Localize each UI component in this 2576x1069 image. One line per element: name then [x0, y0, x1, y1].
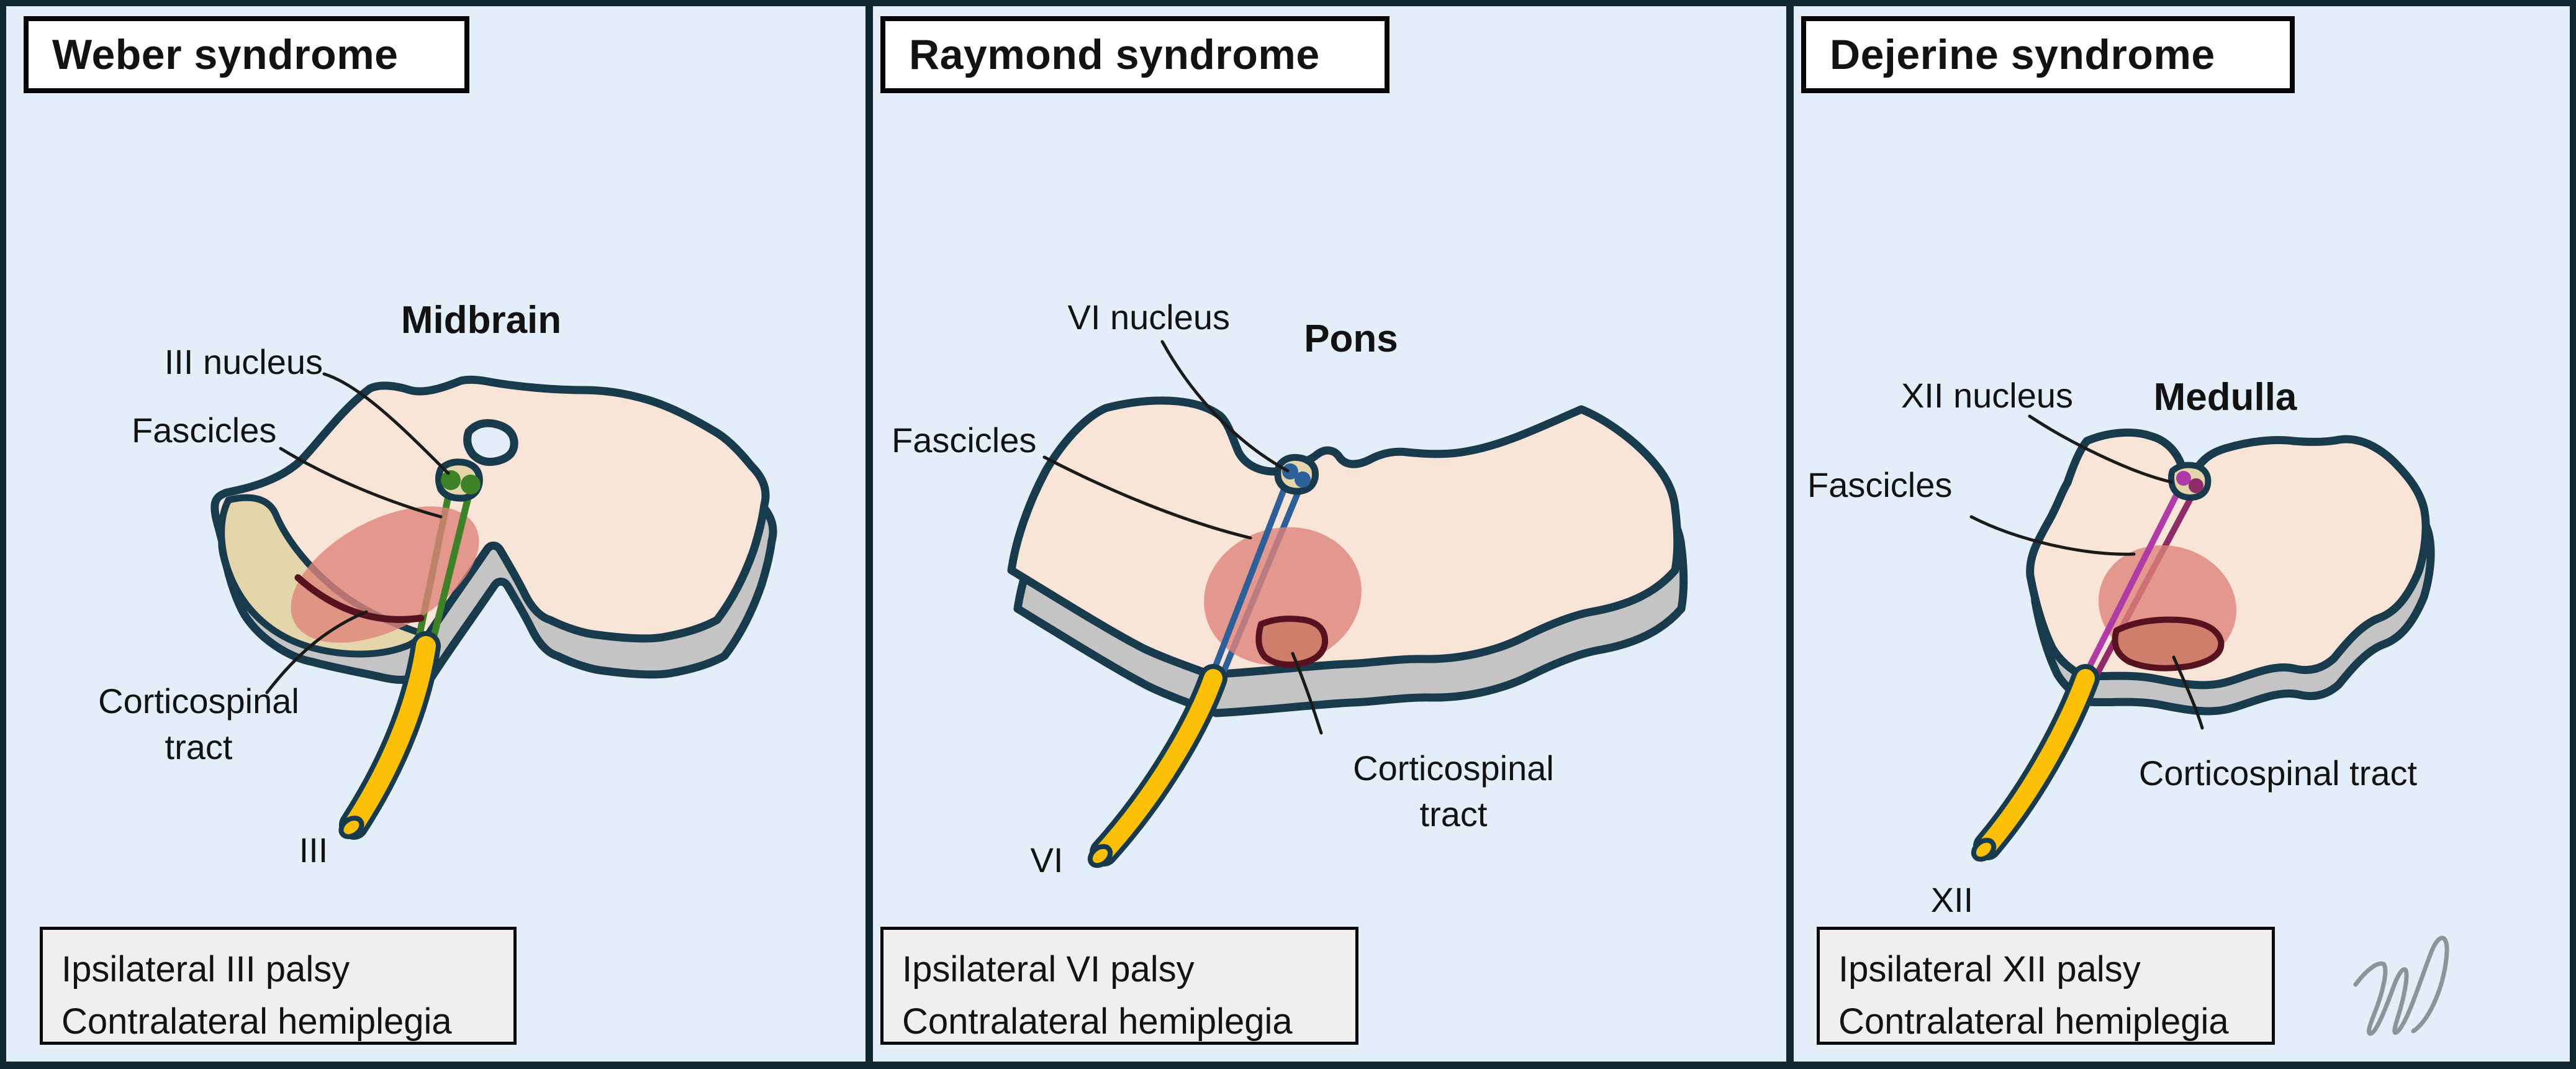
findings-box: Ipsilateral III palsy Contralateral hemi…: [40, 927, 517, 1045]
nucleus-label: XII nucleus: [1900, 376, 2073, 415]
fascicle-line-left: [1210, 470, 1293, 675]
finding-line: Contralateral hemiplegia: [61, 1001, 452, 1042]
iii-nerve-tip: [338, 816, 364, 839]
region-label: Pons: [1304, 317, 1398, 360]
finding-line: Ipsilateral XII palsy: [1838, 949, 2141, 989]
vi-nerve-tip: [1087, 844, 1113, 868]
panel-weber: Weber syndrome Midbrain III nucleus Fasc…: [6, 6, 865, 1062]
nucleus-dot: [1282, 463, 1298, 480]
panel-title-text: Dejerine syndrome: [1830, 31, 2215, 78]
nucleus-label: VI nucleus: [1067, 298, 1231, 337]
xii-nerve-tip: [1971, 837, 1997, 862]
signature: [2353, 935, 2449, 1036]
leader-corticospinal: [2172, 655, 2204, 730]
xii-nerve-fill: [1978, 669, 2095, 855]
cerebral-aqueduct: [463, 419, 518, 466]
panel-title: Raymond syndrome: [880, 16, 1390, 93]
fascicles-label: Fascicles: [892, 421, 1037, 460]
fascicle-line-right: [428, 484, 474, 647]
pons-illustration: [1007, 340, 1688, 868]
fascicles-label: Fascicles: [1807, 465, 1953, 504]
vi-nerve-fill: [1095, 669, 1222, 862]
panel-title: Dejerine syndrome: [1801, 16, 2295, 93]
nucleus-label: III nucleus: [164, 342, 323, 381]
nerve-label: III: [299, 830, 328, 870]
figure-canvas: Weber syndrome Midbrain III nucleus Fasc…: [6, 6, 2570, 1062]
corticospinal-label-line2: tract: [165, 727, 233, 766]
medulla-illustration: [1969, 414, 2449, 1036]
leader-corticospinal: [1291, 652, 1323, 735]
nucleus-dot: [461, 475, 481, 494]
nucleus-dot: [2189, 478, 2203, 493]
corticospinal-label-line1: Corticospinal: [1353, 748, 1554, 788]
region-label: Medulla: [2153, 376, 2297, 419]
nerve-label: XII: [1930, 880, 1974, 919]
leader-corticospinal: [265, 610, 368, 694]
corticospinal-label-line1: Corticospinal: [98, 681, 299, 721]
finding-line: Contralateral hemiplegia: [1838, 1001, 2229, 1042]
corticospinal-label: Corticospinal tract: [2138, 753, 2418, 793]
nucleus-dot: [1295, 471, 1311, 488]
corticospinal-label: Corticospinal tract: [87, 678, 310, 770]
leader-xii-nucleus: [2028, 414, 2173, 484]
leader-fascicles: [1969, 515, 2136, 556]
corticospinal-tract-shape: [2112, 616, 2225, 671]
nucleus-dot: [2176, 471, 2191, 486]
finding-line: Contralateral hemiplegia: [902, 1001, 1293, 1042]
finding-line: Ipsilateral VI palsy: [902, 949, 1195, 989]
corticospinal-label-line2: tract: [1419, 794, 1488, 834]
midbrain-illustration: [210, 372, 777, 840]
findings-box: Ipsilateral VI palsy Contralateral hemip…: [880, 927, 1358, 1045]
corticospinal-tract-shape: [1255, 616, 1329, 668]
corticospinal-tract-boundary: [294, 574, 425, 623]
leader-fascicles: [279, 447, 443, 519]
findings-box: Ipsilateral XII palsy Contralateral hemi…: [1817, 927, 2275, 1045]
panel-title-text: Raymond syndrome: [909, 31, 1320, 78]
panel-title-text: Weber syndrome: [52, 31, 399, 78]
finding-line: Ipsilateral III palsy: [61, 949, 350, 989]
fascicles-label: Fascicles: [132, 411, 277, 450]
panel-title: Weber syndrome: [24, 16, 469, 93]
panel-raymond: Raymond syndrome Pons VI nucleus Fascicl…: [873, 6, 1786, 1062]
nerve-label: VI: [1030, 840, 1064, 880]
leader-vi-nucleus: [1160, 340, 1290, 473]
nucleus-dot: [441, 470, 461, 490]
fascicle-line-left: [2084, 478, 2187, 675]
iii-nerve-fill: [344, 636, 436, 835]
region-label: Midbrain: [400, 299, 562, 342]
leader-iii-nucleus: [322, 372, 450, 475]
leader-fascicles: [1042, 455, 1252, 540]
panel-dejerine: Dejerine syndrome Medulla XII nucleus Fa…: [1794, 6, 2570, 1062]
corticospinal-label: Corticospinal tract: [1308, 745, 1599, 837]
